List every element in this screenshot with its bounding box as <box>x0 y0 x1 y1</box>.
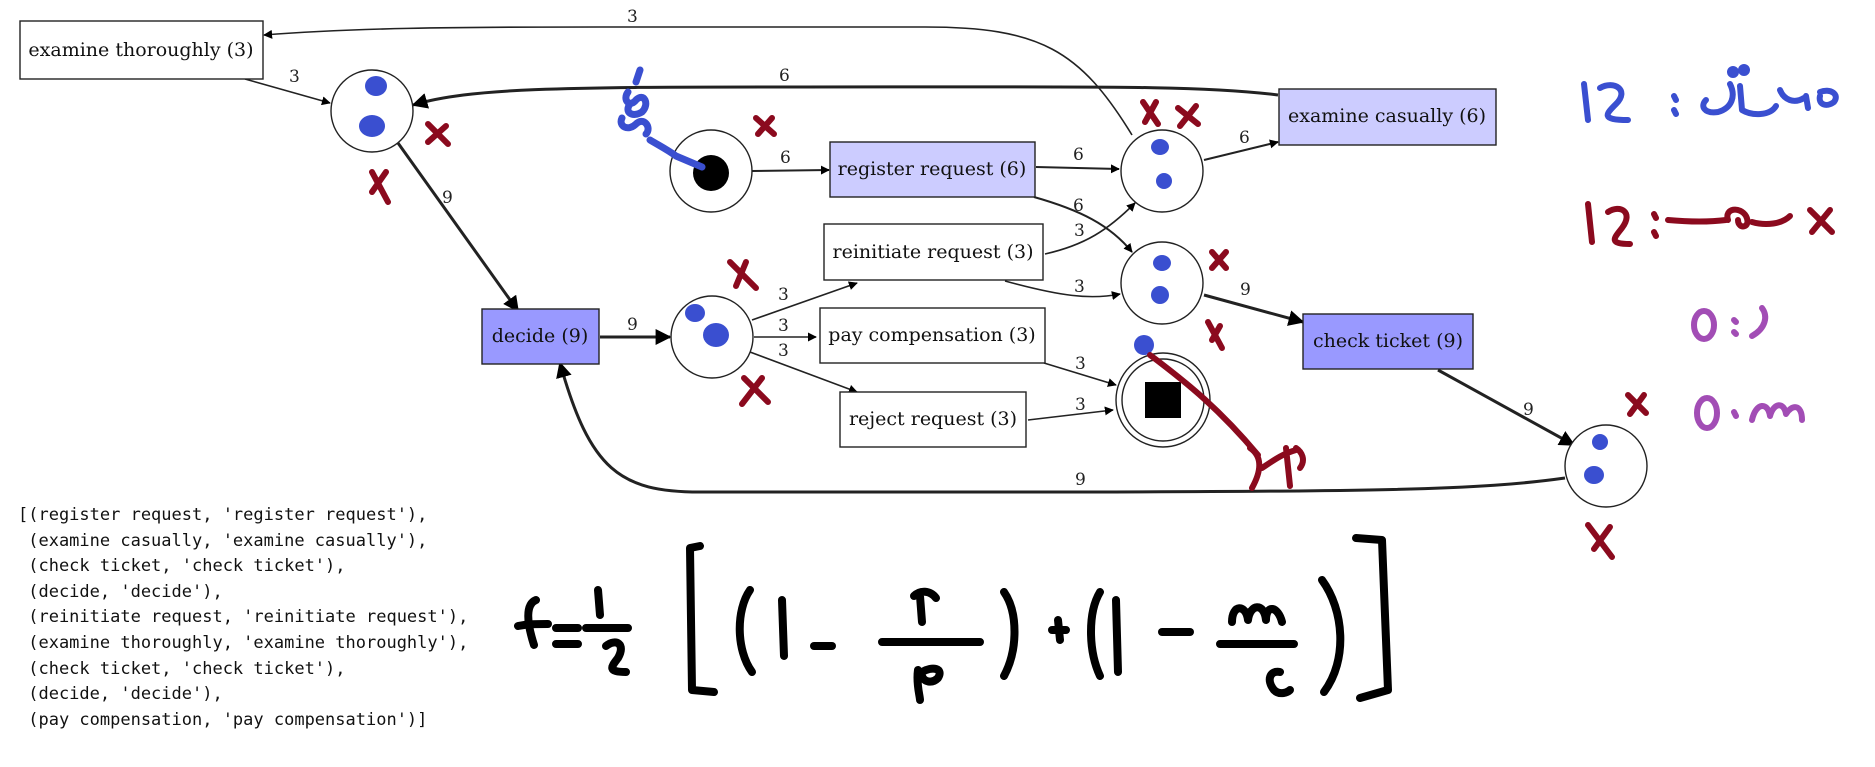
edge-check-ticket-p5 <box>1437 368 1576 447</box>
note2-ink <box>1585 201 1835 247</box>
start-token <box>693 155 729 191</box>
edge-label: 9 <box>1523 400 1534 420</box>
code-line: [(register request, 'register request'), <box>18 505 428 525</box>
edge-label: 9 <box>1075 470 1086 490</box>
edge-pay-end <box>1043 362 1117 387</box>
code-line: (check ticket, 'check ticket'), <box>18 556 346 577</box>
edge-label: 3 <box>1074 277 1085 297</box>
edge-reinitiate-p4 <box>1004 280 1121 300</box>
transition-label: check ticket (9) <box>1313 330 1463 352</box>
cross-mark <box>1175 103 1201 129</box>
cross-mark <box>1205 319 1225 351</box>
code-line: (examine casually, 'examine casually'), <box>18 530 428 551</box>
edge-labels: 3 3 6 9 6 6 6 6 3 3 9 3 3 3 3 3 9 9 9 <box>289 7 1534 490</box>
note3-ink <box>1691 308 1717 342</box>
edge-p4-check-ticket <box>1203 293 1305 326</box>
edge-register-p3 <box>1035 164 1120 174</box>
edge-examine-thoroughly-p1 <box>244 78 331 106</box>
transitions: examine thoroughly (3) register request … <box>19 20 1497 448</box>
transition-label: reject request (3) <box>849 408 1017 430</box>
transition-label: examine casually (6) <box>1288 105 1486 127</box>
code-line: (decide, 'decide'), <box>18 581 223 602</box>
edge-p2-reject <box>749 351 858 394</box>
edge-p2-reinitiate <box>751 281 858 321</box>
end-square <box>1145 382 1181 418</box>
note4-ink <box>1694 395 1720 431</box>
edge-start-register <box>751 165 830 175</box>
cross-mark <box>1625 392 1649 417</box>
edge-p3-examine-casually <box>1203 139 1279 161</box>
code-line: (pay compensation, 'pay compensation')] <box>18 709 428 730</box>
cross-mark <box>425 121 451 147</box>
edges <box>244 26 1576 494</box>
edge-label: 9 <box>627 315 638 335</box>
edge-register-p4 <box>1033 196 1133 253</box>
edge-label: 3 <box>778 316 789 336</box>
edge-label: 6 <box>1073 145 1084 165</box>
cross-mark <box>1585 522 1615 560</box>
edge-label: 6 <box>779 66 790 86</box>
note1-ink <box>1581 64 1839 123</box>
edge-label: 6 <box>780 148 791 168</box>
edge-reinitiate-p3 <box>1044 202 1136 255</box>
edge-p3-examine-thoroughly <box>263 26 1133 136</box>
place-p3 <box>1120 129 1204 213</box>
transition-label: register request (6) <box>838 158 1027 180</box>
edge-label: 9 <box>1240 280 1251 300</box>
edge-label: 3 <box>778 285 789 305</box>
transition-label: decide (9) <box>492 325 588 347</box>
transition-label: pay compensation (3) <box>828 324 1035 346</box>
edge-label: 9 <box>442 188 453 208</box>
formula-ink <box>514 534 1392 704</box>
place-p5 <box>1564 424 1648 508</box>
edge-p5-decide <box>556 361 1566 494</box>
transition-check-ticket: check ticket (9) <box>1302 313 1474 370</box>
transition-label: reinitiate request (3) <box>833 241 1034 263</box>
edge-label: 6 <box>1239 128 1250 148</box>
place-p1 <box>330 69 414 153</box>
transition-reject-request: reject request (3) <box>839 391 1027 448</box>
red-line <box>1147 352 1261 458</box>
place-p4 <box>1120 241 1204 325</box>
code-line: (examine thoroughly, 'examine thoroughly… <box>18 632 469 653</box>
blue-scribble <box>617 66 706 171</box>
cross-mark <box>727 259 759 291</box>
code-output: [(register request, 'register request'),… <box>18 503 468 733</box>
purple-notes <box>1691 305 1805 431</box>
cross-mark <box>369 169 391 205</box>
cross-mark <box>1209 249 1229 271</box>
edge-label: 3 <box>1074 221 1085 241</box>
handwritten-red-marks <box>369 99 1835 560</box>
edge-reject-end <box>1027 406 1114 421</box>
code-line: (reinitiate request, 'reinitiate request… <box>18 607 469 628</box>
transition-examine-thoroughly: examine thoroughly (3) <box>19 20 264 80</box>
transition-label: examine thoroughly (3) <box>28 39 253 61</box>
cross-mark <box>753 115 777 137</box>
cross-mark <box>1140 99 1161 127</box>
red-scribble <box>1247 445 1306 491</box>
transition-decide: decide (9) <box>481 308 600 365</box>
transition-register-request: register request (6) <box>829 141 1036 198</box>
code-line: (check ticket, 'check ticket'), <box>18 658 346 679</box>
edge-examine-casually-p1 <box>411 85 1279 109</box>
edge-label: 3 <box>1075 354 1086 374</box>
edge-label: 3 <box>778 341 789 361</box>
edge-p1-decide <box>396 142 520 313</box>
transition-reinitiate-request: reinitiate request (3) <box>823 223 1044 281</box>
transition-examine-casually: examine casually (6) <box>1278 88 1497 146</box>
edge-label: 3 <box>289 67 300 87</box>
transition-pay-compensation: pay compensation (3) <box>819 307 1046 364</box>
cross-mark <box>739 375 771 407</box>
handwritten-tokens <box>359 76 1608 484</box>
edge-label: 6 <box>1073 196 1084 216</box>
edge-label: 3 <box>1075 395 1086 415</box>
code-line: (decide, 'decide'), <box>18 684 223 705</box>
edge-label: 3 <box>627 7 638 27</box>
